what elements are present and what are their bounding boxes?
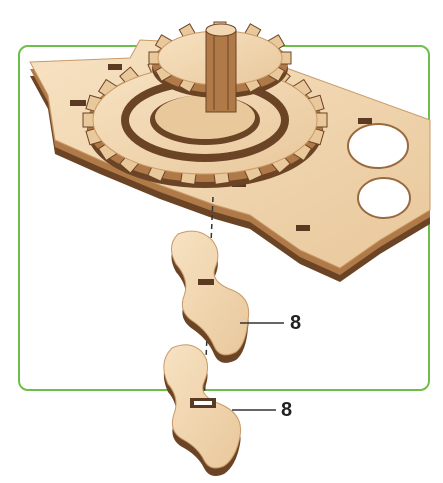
part-callout-number: 8 — [281, 400, 292, 420]
part-upper-icon — [171, 231, 248, 363]
axle — [206, 24, 236, 112]
part-lower-icon — [164, 345, 241, 476]
part-callout-number: 8 — [290, 313, 301, 333]
